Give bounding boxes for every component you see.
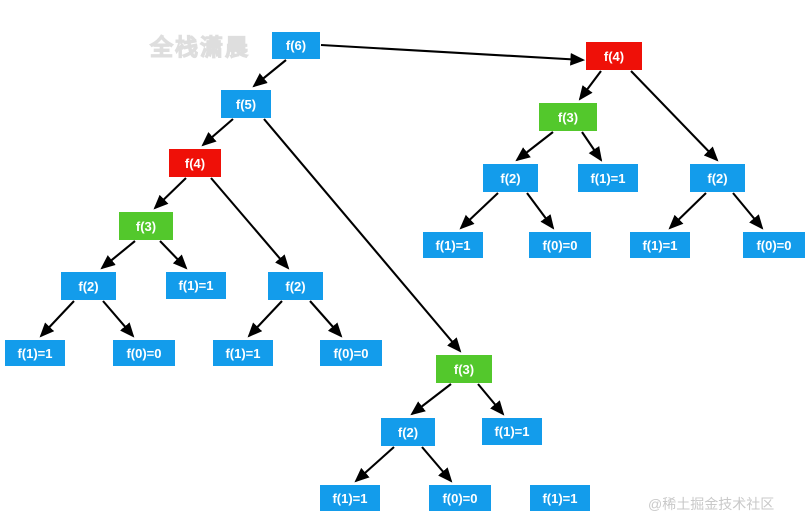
tree-edge-n0-n1 [320, 43, 586, 66]
tree-node-n9[interactable]: f(1)=1 [423, 232, 483, 258]
tree-node-n16[interactable]: f(1)=1 [5, 340, 65, 366]
tree-node-n13[interactable]: f(2) [61, 272, 116, 300]
tree-edge-n15-n19 [309, 300, 343, 338]
tree-node-n8[interactable]: f(3) [119, 212, 173, 240]
tree-edge-n3-n5 [515, 131, 554, 162]
watermark-author: 全栈潇晨 [150, 34, 250, 61]
tree-edge-n21-n23 [354, 446, 395, 483]
tree-node-n25[interactable]: f(1)=1 [530, 485, 590, 511]
tree-node-n15[interactable]: f(2) [268, 272, 323, 300]
tree-node-n10[interactable]: f(0)=0 [529, 232, 591, 258]
tree-edge-n1-n7 [630, 70, 719, 162]
tree-edge-n2-n4 [201, 118, 234, 147]
tree-edge-n20-n22 [477, 383, 505, 416]
tree-node-n22[interactable]: f(1)=1 [482, 418, 542, 445]
tree-edge-n8-n13 [100, 240, 136, 270]
tree-node-n24[interactable]: f(0)=0 [429, 485, 491, 511]
tree-node-n18[interactable]: f(1)=1 [213, 340, 273, 366]
tree-node-n12[interactable]: f(0)=0 [743, 232, 805, 258]
tree-edge-n3-n6 [581, 131, 603, 162]
tree-node-n20[interactable]: f(3) [436, 355, 492, 383]
tree-node-n5[interactable]: f(2) [483, 164, 538, 192]
tree-node-n21[interactable]: f(2) [381, 418, 435, 446]
watermark-brand: @稀土掘金技术社区 [648, 496, 775, 512]
tree-node-n11[interactable]: f(1)=1 [630, 232, 690, 258]
tree-node-n17[interactable]: f(0)=0 [113, 340, 175, 366]
tree-edge-n0-n2 [252, 59, 287, 88]
tree-edge-n20-n21 [410, 383, 452, 416]
tree-edge-n15-n18 [247, 300, 283, 338]
tree-node-n1[interactable]: f(4) [586, 42, 642, 70]
tree-edge-n4-n15 [210, 177, 290, 270]
tree-node-n0[interactable]: f(6) [272, 32, 320, 59]
tree-edge-n5-n9 [459, 192, 499, 230]
tree-node-n14[interactable]: f(1)=1 [166, 272, 226, 299]
tree-edge-n13-n17 [102, 300, 135, 338]
tree-node-n3[interactable]: f(3) [539, 103, 597, 131]
tree-node-n7[interactable]: f(2) [690, 164, 745, 192]
tree-edge-n21-n24 [421, 446, 453, 483]
tree-edge-n7-n11 [668, 192, 707, 230]
tree-edge-n13-n16 [39, 300, 75, 338]
tree-node-n23[interactable]: f(1)=1 [320, 485, 380, 511]
tree-node-n6[interactable]: f(1)=1 [578, 164, 638, 192]
tree-edge-n5-n10 [526, 192, 555, 230]
tree-node-n2[interactable]: f(5) [221, 90, 271, 118]
tree-node-n19[interactable]: f(0)=0 [320, 340, 382, 366]
tree-edge-n8-n14 [159, 240, 188, 270]
tree-edge-n1-n3 [578, 70, 602, 101]
tree-edge-n4-n8 [153, 177, 187, 210]
tree-node-n4[interactable]: f(4) [169, 149, 221, 177]
tree-edge-n7-n12 [732, 192, 764, 230]
